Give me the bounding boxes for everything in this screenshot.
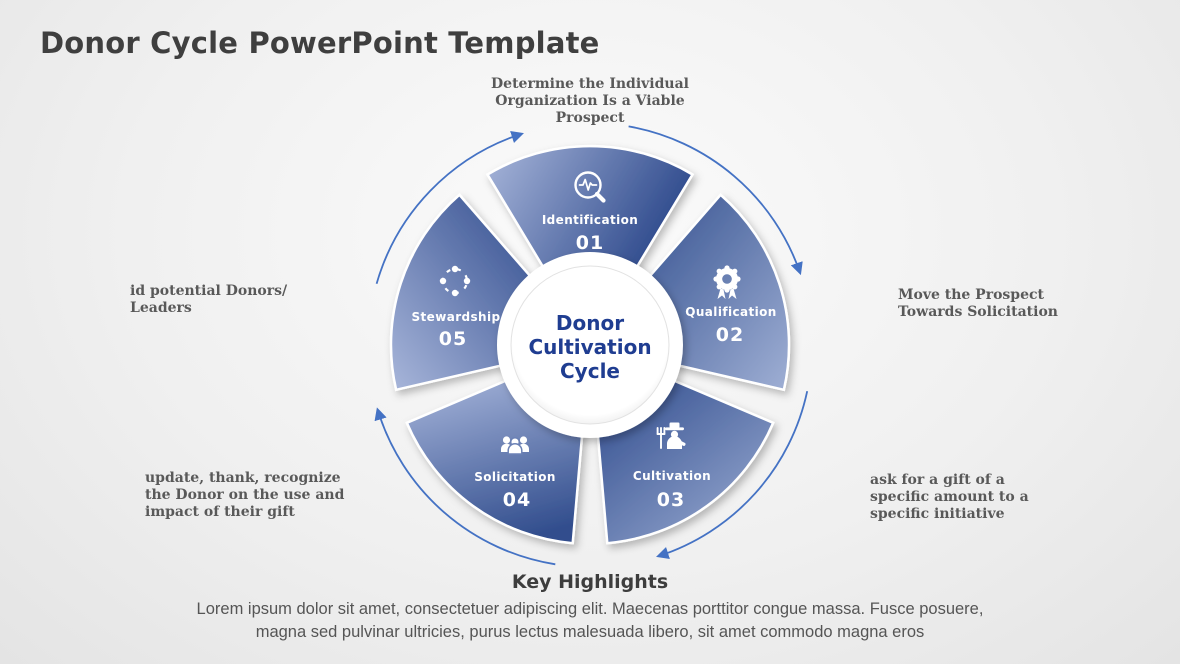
segment-label: Qualification	[685, 305, 776, 319]
hub-title-line: Cultivation	[528, 335, 651, 359]
segment-identification[interactable]: Identification 01	[485, 144, 695, 286]
key-highlights-heading: Key Highlights	[511, 571, 669, 593]
annotation-bottom-left: update, thank, recognize the Donor on th…	[145, 470, 345, 521]
hub-title-line: Cycle	[560, 359, 620, 383]
cycle-arrow-bottom-right	[656, 391, 809, 560]
page-title: Donor Cycle PowerPoint Template	[40, 26, 600, 60]
annotation-right: Move the Prospect Towards Solicitation	[898, 287, 1058, 321]
annotation-left: id potential Donors/ Leaders	[130, 283, 288, 317]
award-ribbon-icon	[713, 265, 741, 299]
annotation-bottom-right: ask for a gift of a specific amount to a…	[870, 472, 1029, 523]
segment-number: 05	[439, 328, 467, 350]
people-group-icon	[501, 436, 529, 455]
segment-number: 01	[576, 232, 604, 254]
segment-label: Cultivation	[633, 469, 711, 483]
hub-title-line: Donor	[556, 311, 624, 335]
segment-number: 04	[503, 489, 531, 511]
center-hub[interactable]: Donor Cultivation Cycle	[497, 252, 683, 438]
segment-label: Identification	[542, 213, 638, 227]
cycle-arrow-top-left	[375, 130, 524, 284]
farmer-icon	[656, 422, 686, 449]
cycle-arrow-top-right	[628, 125, 803, 276]
segment-label: Stewardship	[412, 310, 501, 324]
cycle-arrows	[374, 125, 809, 566]
hub-inner-circle	[510, 265, 670, 425]
segment-label: Solicitation	[474, 470, 556, 484]
sync-dots-icon	[439, 265, 471, 297]
segment-number: 03	[657, 489, 685, 511]
cycle-arrow-bottom-left	[374, 407, 556, 566]
segment-number: 02	[716, 324, 744, 346]
key-highlights-body: Lorem ipsum dolor sit amet, consectetuer…	[196, 600, 984, 641]
annotation-top: Determine the Individual Organization Is…	[491, 76, 689, 127]
magnifier-pulse-icon	[574, 171, 606, 203]
